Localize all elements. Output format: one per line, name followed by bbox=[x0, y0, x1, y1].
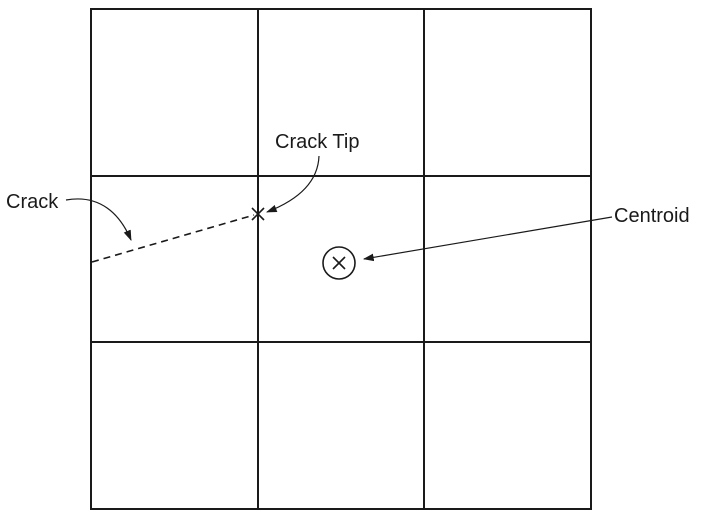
centroid-label: Centroid bbox=[614, 205, 690, 227]
x-mark-icon bbox=[251, 207, 265, 221]
mesh-outer-border bbox=[90, 8, 592, 510]
crack-label: Crack bbox=[6, 191, 59, 213]
centroid-leader-arrow bbox=[362, 216, 613, 262]
circled-x-icon bbox=[322, 246, 356, 280]
crack-path bbox=[91, 214, 255, 263]
mesh-grid bbox=[90, 8, 592, 510]
crack-tip-label: Crack Tip bbox=[275, 131, 359, 153]
crack-leader-arrow bbox=[65, 198, 132, 241]
crack-tip-leader-arrow bbox=[265, 155, 320, 213]
